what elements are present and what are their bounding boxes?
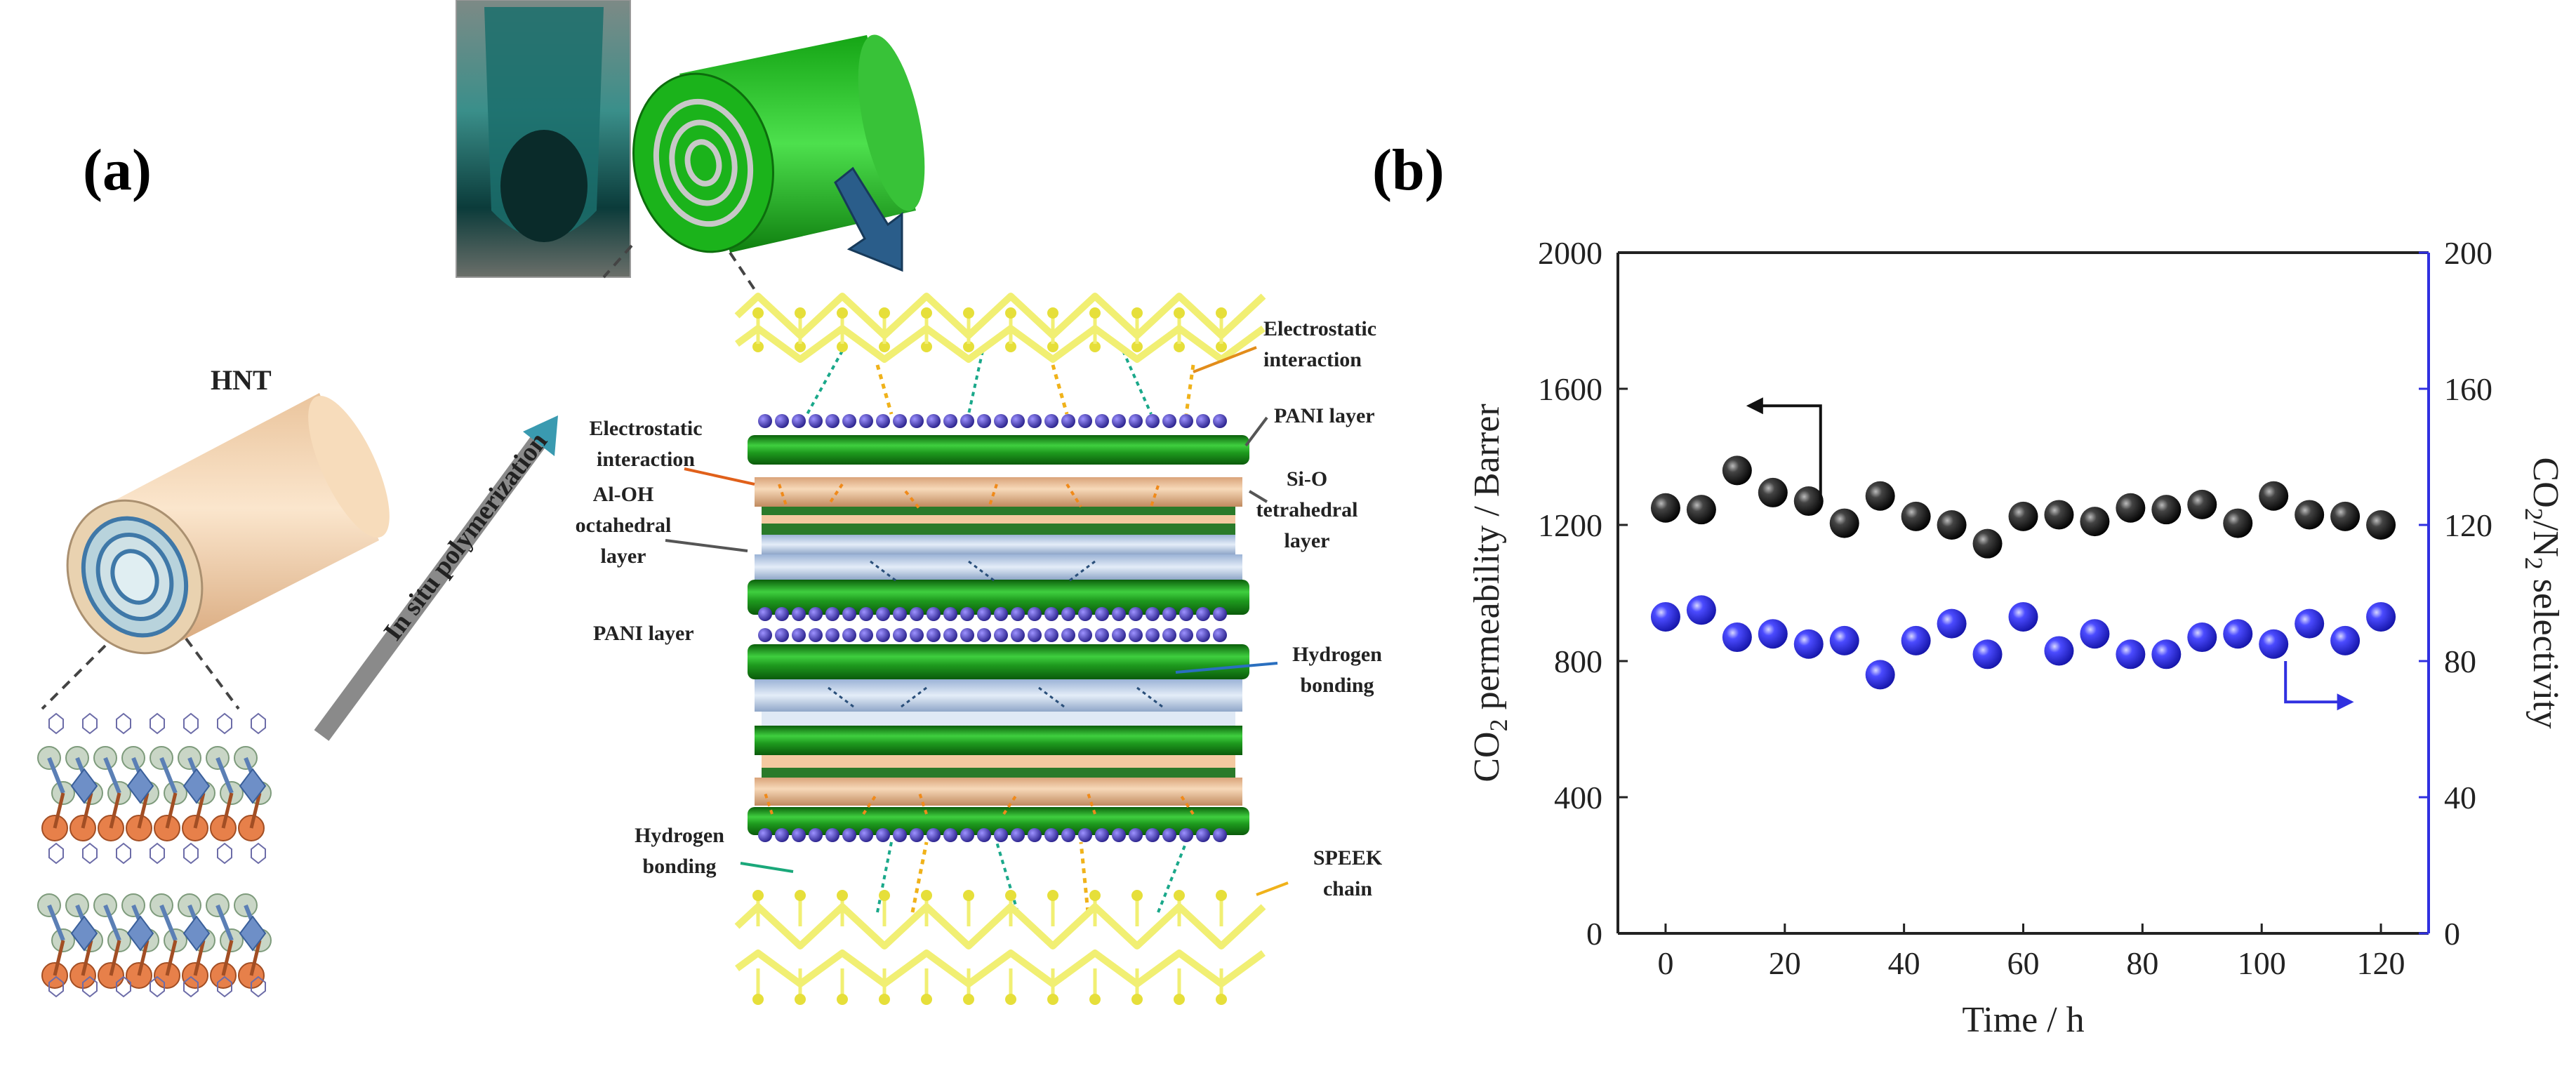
selectivity-point <box>2008 601 2038 632</box>
permeability-point <box>2330 501 2361 531</box>
composite-schematic <box>734 293 1266 1005</box>
panel-b-label: (b) <box>1372 138 1445 203</box>
y-left-tick-label: 1200 <box>1538 507 1602 543</box>
permeability-point <box>2223 508 2253 538</box>
x-tick-label: 20 <box>1769 945 1801 981</box>
permeability-point <box>2008 501 2038 531</box>
permeability-point <box>1937 510 1967 540</box>
y-left-tick-label: 2000 <box>1538 235 1602 271</box>
selectivity-point <box>2187 622 2217 653</box>
selectivity-point <box>2366 601 2396 632</box>
selectivity-point <box>1937 608 1967 639</box>
hnt-crystal-structure <box>37 712 272 998</box>
selectivity-point <box>1901 625 1931 655</box>
right-axis-arrowhead <box>2337 693 2354 711</box>
x-tick-label: 0 <box>1657 945 1673 981</box>
permeability-point <box>1758 477 1788 507</box>
permeability-point <box>2116 493 2146 523</box>
selectivity-point <box>1686 595 1716 625</box>
x-axis-label: Time / h <box>1962 1000 2084 1040</box>
right-axis-arrow <box>2284 661 2351 704</box>
selectivity-point <box>1972 639 2003 669</box>
permeability-point <box>1829 508 1859 538</box>
permeability-point <box>2187 489 2217 519</box>
annotation-arrows <box>665 346 1289 896</box>
selectivity-point <box>1722 622 1752 653</box>
y-left-tick-label: 400 <box>1554 780 1602 815</box>
y-left-tick-label: 1600 <box>1538 371 1602 407</box>
selectivity-point <box>2223 619 2253 649</box>
x-tick-label: 120 <box>2357 945 2405 981</box>
selectivity-point <box>2259 629 2289 659</box>
y-right-axis-label: CO2/N2 selectivity <box>2520 458 2565 729</box>
y-right-tick-label: 200 <box>2444 235 2492 271</box>
selectivity-point <box>1793 629 1824 659</box>
selectivity-point <box>1758 619 1788 649</box>
panel-a-label: (a) <box>83 138 152 203</box>
label-pani-layer-left: PANI layer <box>593 622 694 645</box>
y-right-tick-label: 80 <box>2444 644 2476 679</box>
permeability-point <box>2080 507 2110 537</box>
selectivity-point <box>1829 625 1859 655</box>
y-right-tick-label: 0 <box>2444 916 2460 952</box>
permeability-point <box>1972 528 2003 559</box>
selectivity-point <box>2330 625 2361 655</box>
y-left-axis-label: CO2 permeability / Barrer <box>1467 404 1513 782</box>
y-left-tick-label: 0 <box>1586 916 1602 952</box>
x-tick-label: 80 <box>2126 945 2158 981</box>
x-tick-label: 40 <box>1888 945 1920 981</box>
interaction-dashes <box>764 350 1195 913</box>
sample-photo <box>456 0 631 278</box>
permeability-point <box>2259 481 2289 511</box>
selectivity-point <box>2044 636 2074 666</box>
permeability-point <box>2151 495 2182 525</box>
left-axis-arrow <box>1748 404 1822 502</box>
permeability-point <box>1901 501 1931 531</box>
hnt-cylinder <box>41 393 390 710</box>
down-arrow-icon <box>834 166 903 272</box>
permeability-point <box>2295 500 2325 530</box>
permeability-point <box>1686 495 1716 525</box>
permeability-point <box>1793 486 1824 517</box>
permeability-point <box>2044 500 2074 530</box>
selectivity-point <box>1650 601 1680 632</box>
selectivity-point <box>2295 608 2325 639</box>
selectivity-point <box>2116 639 2146 669</box>
permeability-point <box>1722 455 1752 486</box>
label-pani-layer-right: PANI layer <box>1274 404 1375 427</box>
x-tick-label: 100 <box>2238 945 2286 981</box>
pani-spheres <box>758 414 1227 842</box>
hnt-label: HNT <box>211 364 272 396</box>
selectivity-point <box>2080 619 2110 649</box>
left-axis-arrowhead <box>1746 397 1763 415</box>
selectivity-point <box>1865 660 1895 690</box>
y-right-tick-label: 160 <box>2444 371 2492 407</box>
permeability-point <box>1650 493 1680 523</box>
y-right-tick-label: 40 <box>2444 780 2476 815</box>
panel-a: (a) HNT <box>37 0 1383 1005</box>
y-left-tick-label: 800 <box>1554 644 1602 679</box>
y-right-tick-label: 120 <box>2444 507 2492 543</box>
x-tick-label: 60 <box>2007 945 2040 981</box>
permeability-point <box>2366 510 2396 540</box>
selectivity-point <box>2151 639 2182 669</box>
speek-chains <box>734 293 1266 1005</box>
polymerization-arrow-icon <box>314 415 558 741</box>
permeability-point <box>1865 481 1895 511</box>
arrow-label: In situ polymerization <box>378 427 554 646</box>
